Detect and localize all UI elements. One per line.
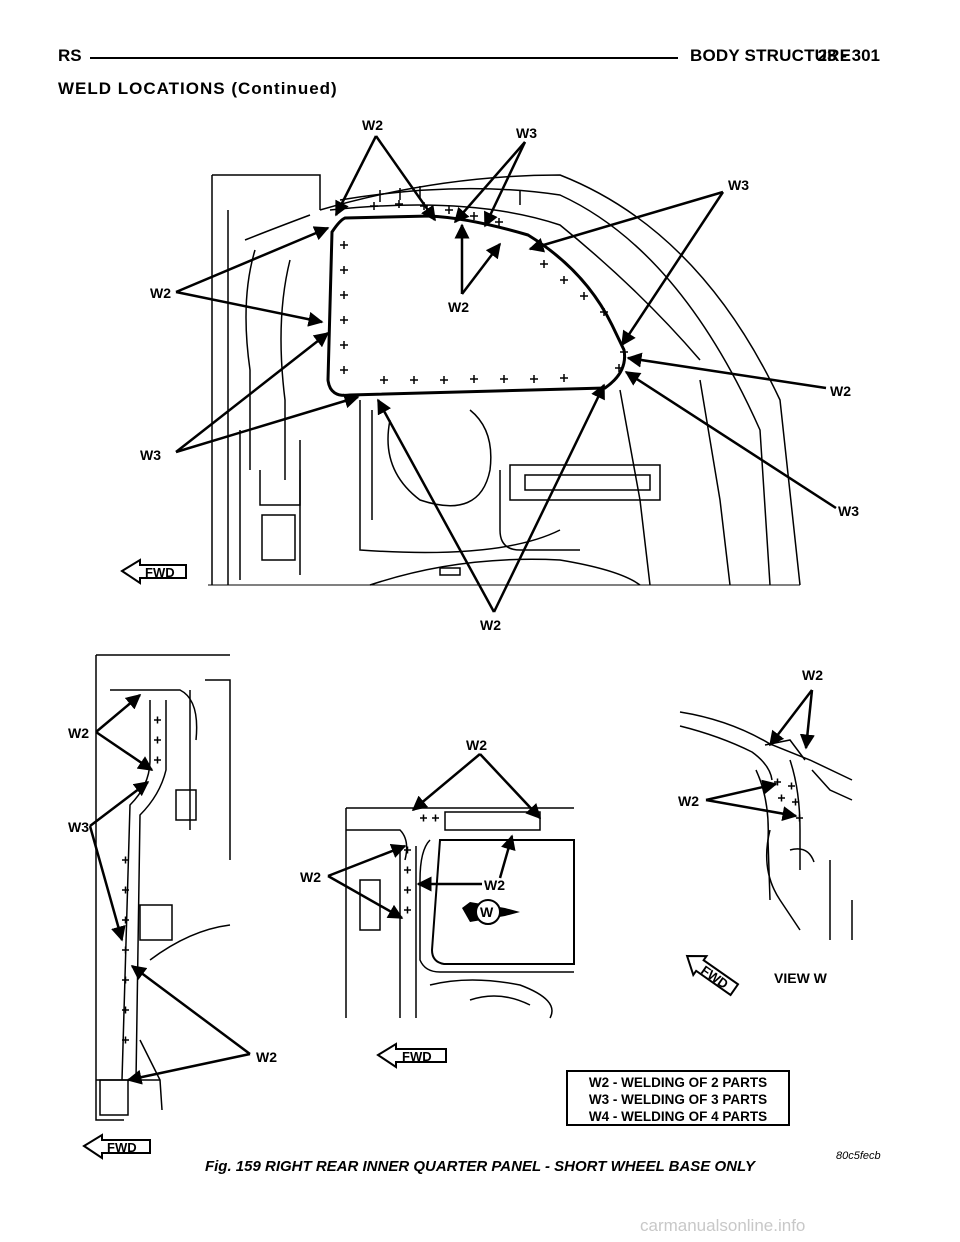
callout-label-w2: W2 [362,117,383,133]
callout-label-w2: W2 [480,617,501,633]
callout-label-w2: W2 [256,1049,277,1065]
top-callout-labels: W2 W3 W3 W2 W2 W2 W3 W3 W2 [140,117,859,633]
callout-label-w3: W3 [838,503,859,519]
section-subheading: WELD LOCATIONS (Continued) [58,79,338,98]
view-w-callout-leaders [705,689,815,822]
view-w-drawing [679,711,853,940]
legend-item-w4: W4 - WELDING OF 4 PARTS [588,1109,768,1124]
center-panel-weld-marks [404,814,439,914]
callout-label-w3: W3 [68,819,89,835]
view-w-marker: W [462,899,520,925]
callout-label-w2: W2 [830,383,851,399]
fwd-arrow-icon: FWD [82,1133,151,1160]
legend-item-w3: W3 - WELDING OF 3 PARTS [588,1092,768,1107]
center-callout-labels: W2 W2 W2 [300,737,505,893]
watermark: carmanualsonline.info [640,1216,806,1235]
top-panel-drawing [208,174,801,586]
left-pillar-weld-marks [122,716,161,1044]
header-model: RS [58,46,82,65]
fwd-label: FWD [145,565,175,580]
fwd-arrow-icon: FWD [685,954,740,997]
left-callout-labels: W2 W3 W2 [68,725,277,1065]
view-marker-label: W [480,904,494,920]
callout-label-w2: W2 [300,869,321,885]
callout-label-w3: W3 [140,447,161,463]
view-w-callout-labels: W2 W2 VIEW W [678,667,828,986]
callout-label-w3: W3 [728,177,749,193]
left-pillar-drawing [95,654,231,1121]
callout-label-w2: W2 [678,793,699,809]
fwd-label: FWD [402,1049,432,1064]
fwd-arrow-icon: FWD [376,1042,447,1069]
top-callout-leaders [175,135,837,613]
fwd-label: FWD [107,1140,137,1155]
callout-label-w2: W2 [802,667,823,683]
callout-label-w2: W2 [448,299,469,315]
legend-item-w2: W2 - WELDING OF 2 PARTS [588,1075,768,1090]
header-page-number: 23 - 301 [817,46,880,65]
figure-code: 80c5fecb [836,1150,881,1162]
fwd-arrow-icon: FWD [120,558,187,585]
weld-legend: W2 - WELDING OF 2 PARTS W3 - WELDING OF … [566,1070,790,1126]
view-w-label: VIEW W [774,970,828,986]
callout-label-w2: W2 [68,725,89,741]
callout-label-w2: W2 [484,877,505,893]
callout-label-w2: W2 [466,737,487,753]
page-header: RS BODY STRUCTURE 23 - 301 [58,44,880,72]
left-callout-leaders [88,694,251,1085]
callout-label-w2: W2 [150,285,171,301]
figure-caption: Fig. 159 RIGHT REAR INNER QUARTER PANEL … [204,1158,756,1175]
top-panel-opening [326,214,627,397]
header-rule [90,57,678,59]
callout-label-w3: W3 [516,125,537,141]
center-panel-opening [430,839,575,965]
header-section: BODY STRUCTURE [690,46,852,65]
center-callout-leaders [327,753,542,920]
